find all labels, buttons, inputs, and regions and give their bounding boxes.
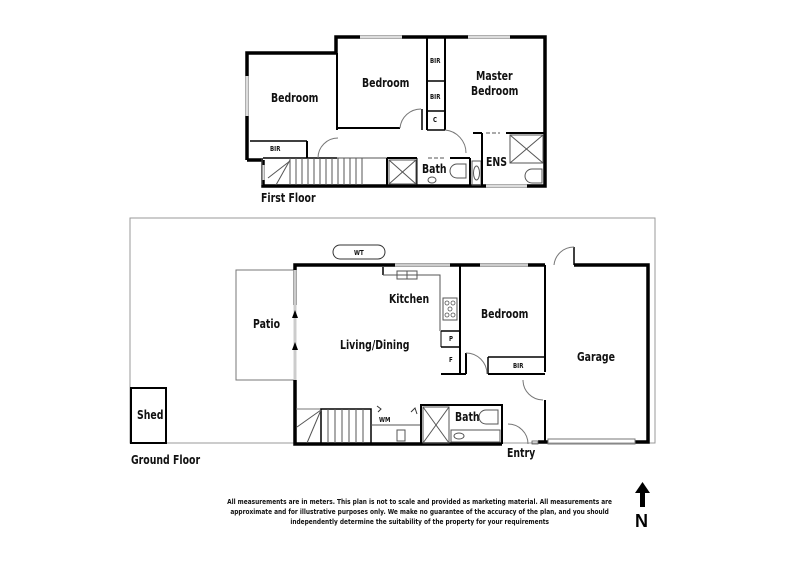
disclaimer-line-2: approximate and for illustrative purpose… — [230, 507, 610, 516]
shed-label: Shed — [137, 408, 164, 422]
north-label: N — [635, 511, 648, 531]
first-floor-bedroom-middle-label: Bedroom — [362, 76, 410, 90]
ground-floor-bir-label: BIR — [513, 362, 524, 370]
washing-machine-label: WM — [379, 416, 391, 424]
first-floor-cupboard-label: C — [433, 116, 438, 124]
first-floor-title: First Floor — [261, 191, 316, 205]
ground-floor-plan — [129, 217, 656, 446]
first-floor-bir-left-label: BIR — [270, 145, 281, 153]
first-floor-plan — [245, 35, 547, 188]
entry-label: Entry — [507, 446, 536, 460]
master-bedroom-label-line1: Master — [476, 69, 513, 83]
first-floor-bir-top-label: BIR — [430, 57, 441, 65]
living-dining-label: Living/Dining — [340, 338, 410, 352]
disclaimer-line-3: independently determine the suitability … — [290, 517, 550, 526]
water-tank-label: WT — [354, 249, 364, 257]
first-floor-bedroom-left-label: Bedroom — [271, 91, 319, 105]
first-floor-bir-mid-label: BIR — [430, 93, 441, 101]
kitchen-label: Kitchen — [389, 292, 430, 306]
first-floor-bath-label: Bath — [422, 162, 447, 176]
ground-floor-bedroom-label: Bedroom — [481, 307, 529, 321]
ensuite-label: ENS — [486, 155, 507, 169]
master-bedroom-label-line2: Bedroom — [471, 84, 519, 98]
ground-floor-bath-label: Bath — [455, 410, 480, 424]
patio-label: Patio — [253, 317, 281, 331]
disclaimer-text: All measurements are in meters. This pla… — [170, 497, 670, 527]
garage-label: Garage — [577, 350, 615, 364]
fridge-label: F — [449, 356, 453, 364]
north-arrow-icon — [635, 482, 650, 507]
pantry-label: P — [449, 335, 454, 343]
ground-floor-title: Ground Floor — [131, 453, 201, 467]
disclaimer-line-1: All measurements are in meters. This pla… — [227, 497, 613, 506]
